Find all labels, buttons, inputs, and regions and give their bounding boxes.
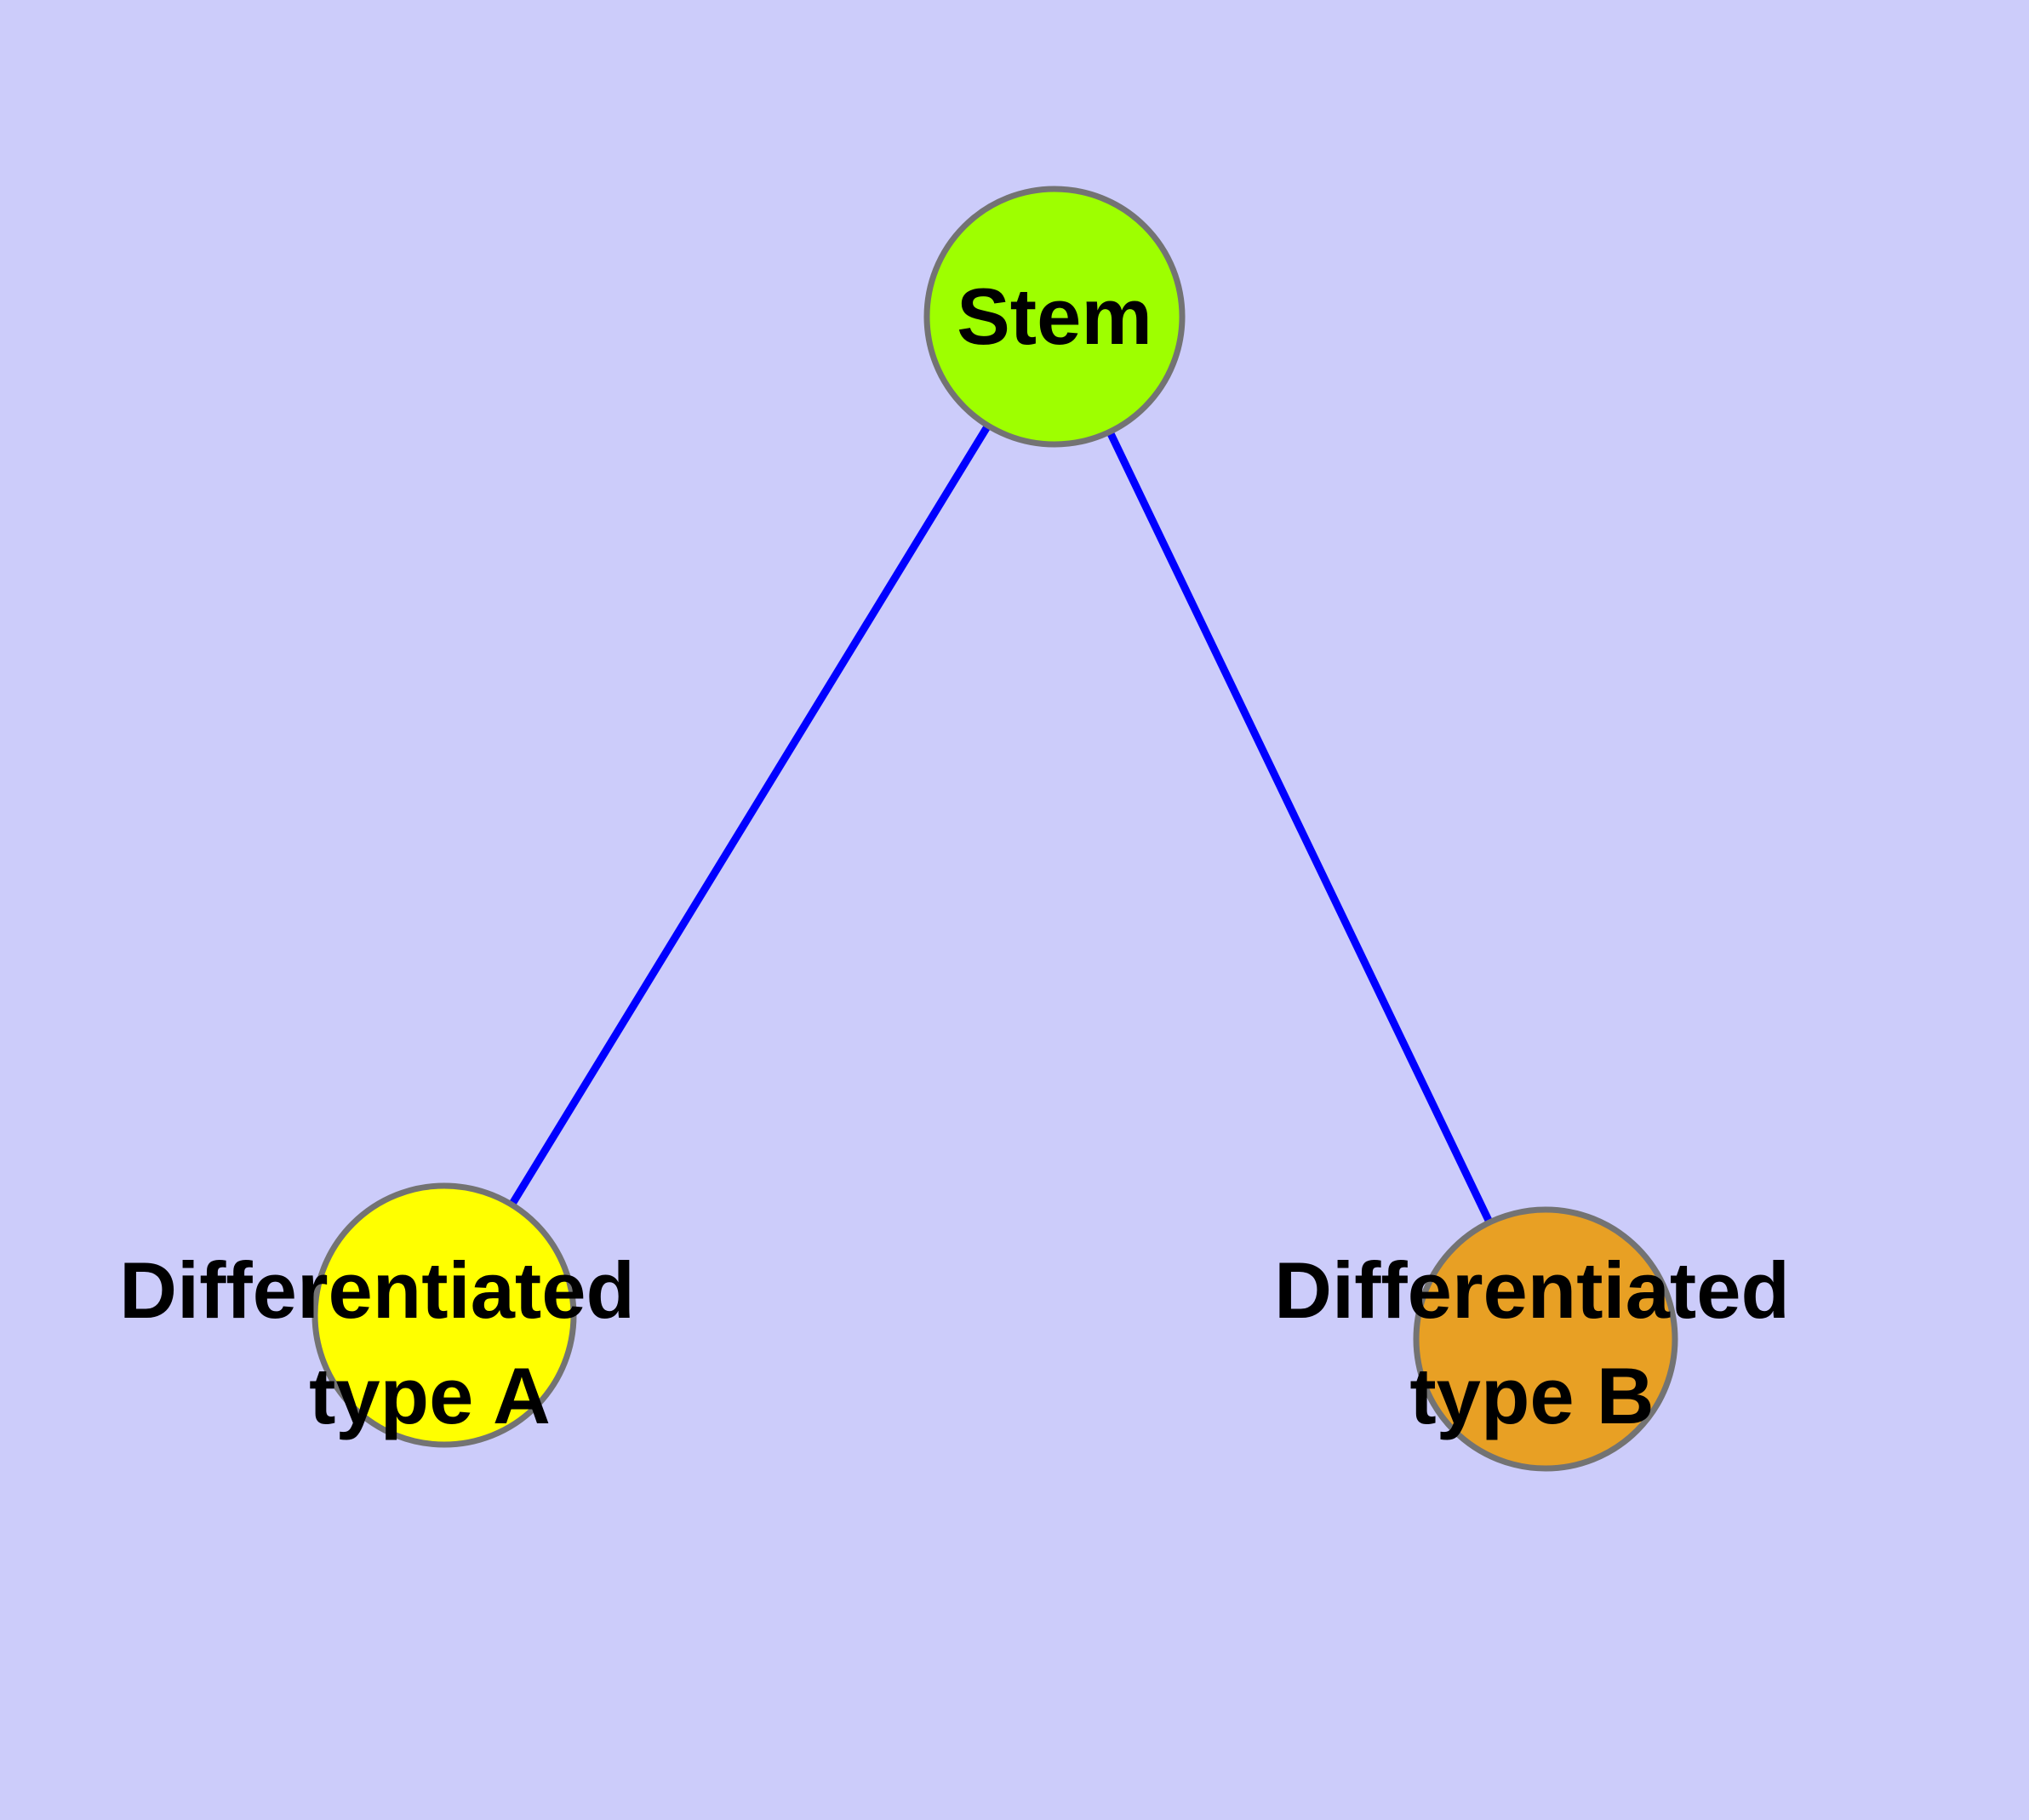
node-stem[interactable] (923, 186, 1186, 448)
node-diff-a-label-line1: Differentiated (119, 1245, 635, 1335)
node-differentiated-type-b[interactable] (1413, 1206, 1678, 1472)
edge-layer (441, 314, 1550, 1341)
node-stem-label: Stem (957, 272, 1152, 361)
node-diff-b-label-line1: Differentiated (1274, 1245, 1790, 1335)
label-layer: Stem Differentiated type A Differentiate… (119, 272, 1790, 1440)
edge-stem-to-diff-a[interactable] (441, 314, 1058, 1318)
node-diff-a-label-line2: type A (309, 1351, 551, 1440)
node-layer (311, 186, 1678, 1472)
node-differentiated-type-a[interactable] (311, 1182, 577, 1448)
edge-stem-to-diff-b[interactable] (1050, 315, 1550, 1341)
node-diff-b-label-line2: type B (1409, 1351, 1654, 1440)
